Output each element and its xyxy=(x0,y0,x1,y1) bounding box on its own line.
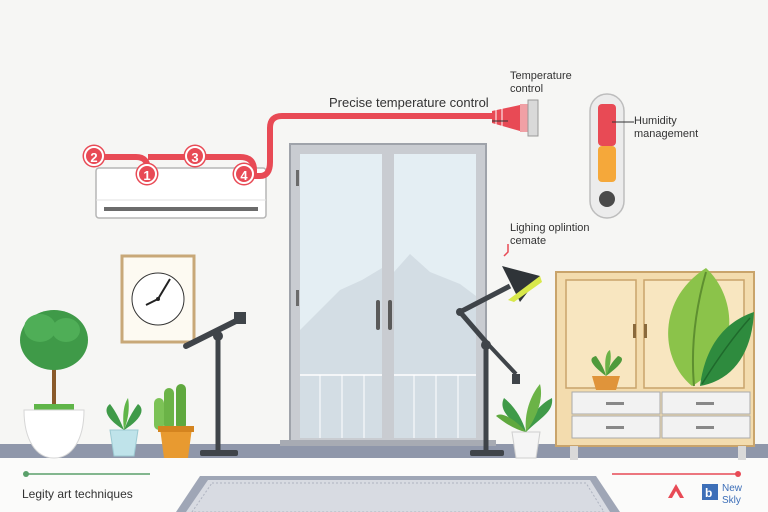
footer-left-label: Legity art techniques xyxy=(22,487,133,501)
large-leaf-plant xyxy=(668,268,754,387)
lighting-label: Lighing oplintion cemate xyxy=(510,222,590,247)
desk-lamp xyxy=(456,266,542,456)
cabinet-pot-plant xyxy=(591,350,622,390)
badge-4: 4 xyxy=(234,164,254,184)
wall-clock xyxy=(120,254,196,344)
sliding-door xyxy=(280,143,496,446)
footer-right-dot xyxy=(735,471,741,477)
pipe-connector xyxy=(492,99,539,137)
white-pot-plant xyxy=(496,384,553,459)
badge-2: 2 xyxy=(84,146,104,166)
temperature-control-label: Temperature control xyxy=(510,70,572,95)
brand-logo-b: b xyxy=(702,484,718,500)
humidity-management-label: Humidity management xyxy=(634,115,699,140)
brand-logo-a xyxy=(668,484,684,498)
blue-pot-plant xyxy=(106,398,142,457)
precise-temperature-label: Precise temperature control xyxy=(329,95,489,110)
telescope-stand xyxy=(183,312,246,456)
badge-1: 1 xyxy=(137,164,157,184)
svg-text:b: b xyxy=(705,486,712,500)
footer-left-dot xyxy=(23,471,29,477)
cactus-pot xyxy=(154,384,194,458)
footer-right-label: New Skly xyxy=(722,483,743,506)
bowl-tree xyxy=(20,310,88,459)
lighting-pointer xyxy=(503,244,509,257)
humidity-sensor xyxy=(589,93,625,219)
badge-3: 3 xyxy=(185,146,205,166)
rug xyxy=(176,476,620,512)
